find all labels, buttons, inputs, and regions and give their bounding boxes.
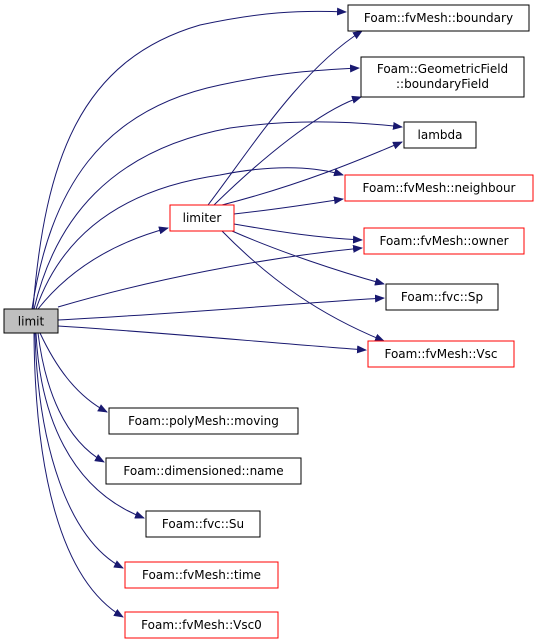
node-boundary-label: Foam::fvMesh::boundary — [364, 11, 513, 25]
node-name-label: Foam::dimensioned::name — [123, 464, 283, 478]
edge-limiter-to-geometricfield — [213, 95, 362, 206]
node-vsc0[interactable]: Foam::fvMesh::Vsc0 — [124, 611, 279, 639]
node-su[interactable]: Foam::fvc::Su — [145, 510, 261, 538]
node-moving-box — [108, 407, 299, 435]
edge-limiter-to-lambda — [221, 141, 403, 206]
node-sp-label: Foam::fvc::Sp — [401, 290, 483, 304]
edge-limit-to-neighbour — [35, 167, 344, 310]
node-su-label: Foam::fvc::Su — [162, 517, 244, 531]
node-neighbour-label: Foam::fvMesh::neighbour — [363, 181, 516, 195]
node-owner-label: Foam::fvMesh::owner — [379, 234, 508, 248]
node-time-box — [124, 561, 279, 589]
edge-limit-to-vsc0 — [33, 332, 124, 618]
node-moving-label: Foam::polyMesh::moving — [128, 414, 279, 428]
node-time-label: Foam::fvMesh::time — [142, 568, 261, 582]
node-lambda-box — [403, 121, 477, 149]
node-boundary[interactable]: Foam::fvMesh::boundary — [347, 4, 530, 32]
edge-limit-to-su — [35, 332, 145, 519]
node-vsc[interactable]: Foam::fvMesh::Vsc — [367, 340, 515, 368]
edge-limit-to-owner — [57, 244, 363, 308]
node-geometricfield-label-line2: ::boundaryField — [396, 77, 489, 91]
node-neighbour-box — [344, 174, 534, 202]
node-geometricfield[interactable]: Foam::GeometricField ::boundaryField — [360, 56, 525, 98]
node-limit-box — [3, 308, 59, 334]
node-time[interactable]: Foam::fvMesh::time — [124, 561, 279, 589]
node-geometricfield-label-line1: Foam::GeometricField — [377, 62, 508, 76]
edge-limit-to-geometricfield — [31, 64, 360, 310]
node-moving[interactable]: Foam::polyMesh::moving — [108, 407, 299, 435]
edge-limit-to-boundary — [32, 7, 347, 310]
edge-limit-to-name — [37, 332, 105, 463]
node-limit-label: limit — [18, 315, 45, 329]
node-vsc0-label: Foam::fvMesh::Vsc0 — [141, 618, 262, 632]
edge-limit-to-limiter — [37, 226, 169, 310]
node-boundary-box — [347, 4, 530, 32]
node-sp-box — [385, 283, 499, 311]
node-owner-box — [363, 227, 525, 255]
node-owner[interactable]: Foam::fvMesh::owner — [363, 227, 525, 255]
edge-limit-to-vsc — [57, 325, 367, 354]
edge-limiter-to-sp — [231, 230, 385, 286]
node-sp[interactable]: Foam::fvc::Sp — [385, 283, 499, 311]
edges-layer — [31, 7, 403, 618]
node-name[interactable]: Foam::dimensioned::name — [105, 457, 302, 485]
edge-limiter-to-boundary — [207, 30, 363, 206]
node-geometricfield-box — [360, 56, 525, 98]
edge-limiter-to-vsc — [221, 230, 385, 342]
node-neighbour[interactable]: Foam::fvMesh::neighbour — [344, 174, 534, 202]
node-limiter-box — [169, 204, 235, 232]
edge-limiter-to-owner — [233, 223, 363, 244]
node-limiter[interactable]: limiter — [169, 204, 235, 232]
nodes-layer: limit limiter Foam::fvMesh::boundary Foa… — [3, 4, 534, 639]
node-vsc0-box — [124, 611, 279, 639]
node-name-box — [105, 457, 302, 485]
node-limit[interactable]: limit — [3, 308, 59, 334]
node-lambda-label: lambda — [418, 128, 463, 142]
node-limiter-label: limiter — [183, 211, 222, 225]
edge-limit-to-moving — [39, 332, 108, 413]
node-lambda[interactable]: lambda — [403, 121, 477, 149]
edge-limit-to-lambda — [33, 121, 403, 310]
edge-limit-to-time — [34, 332, 124, 569]
edge-limit-to-sp — [57, 294, 385, 321]
node-su-box — [145, 510, 261, 538]
node-vsc-box — [367, 340, 515, 368]
node-vsc-label: Foam::fvMesh::Vsc — [384, 347, 497, 361]
edge-limiter-to-neighbour — [233, 196, 344, 215]
